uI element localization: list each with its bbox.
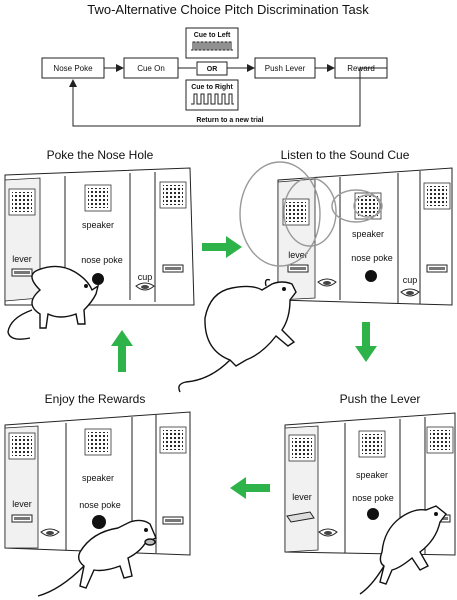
high-pitch-waveform-icon (191, 41, 233, 51)
panel-title-listen: Listen to the Sound Cue (281, 148, 410, 162)
flow-chart (41, 27, 388, 127)
rat-figure (359, 505, 447, 595)
panel-enjoy: speaker lever nose poke (4, 411, 191, 597)
low-pitch-waveform-icon (191, 93, 234, 105)
panel-title-poke: Poke the Nose Hole (47, 148, 154, 162)
listen-label-nose-poke: nose poke (351, 253, 393, 263)
arrow-up-icon (111, 330, 133, 372)
poke-label-cup: cup (138, 272, 153, 282)
diagram-title: Two-Alternative Choice Pitch Discriminat… (87, 2, 369, 17)
panel-push: speaker lever nose poke (284, 412, 456, 595)
panel-listen: speaker lever nose poke cup (178, 161, 453, 393)
flow-label-nose-poke: Nose Poke (53, 64, 93, 73)
arrow-down-icon (355, 322, 377, 362)
poke-label-lever: lever (12, 254, 32, 264)
flow-label-push-lever: Push Lever (265, 64, 306, 73)
poke-label-nose-poke: nose poke (81, 255, 123, 265)
listen-label-speaker: speaker (352, 229, 384, 239)
panel-title-enjoy: Enjoy the Rewards (45, 392, 146, 406)
arrow-left-icon (230, 477, 270, 499)
push-label-lever: lever (292, 492, 312, 502)
flow-label-return: Return to a new trial (196, 117, 263, 124)
sound-waves-icon (239, 161, 383, 267)
flow-label-cue-right: Cue to Right (191, 84, 233, 91)
rat-figure (37, 519, 157, 597)
panel-poke: speaker lever nose poke cup (4, 167, 195, 340)
poke-label-speaker: speaker (82, 220, 114, 230)
enjoy-label-lever: lever (12, 499, 32, 509)
flow-label-cue-on: Cue On (137, 64, 165, 73)
enjoy-label-nose-poke: nose poke (79, 500, 121, 510)
arrow-right-icon (202, 236, 242, 258)
push-label-speaker: speaker (356, 470, 388, 480)
flow-label-or: OR (207, 66, 218, 73)
push-label-nose-poke: nose poke (352, 493, 394, 503)
flow-label-cue-left: Cue to Left (194, 32, 231, 39)
flow-label-reward: Reward (347, 64, 375, 73)
listen-label-cup: cup (403, 275, 418, 285)
enjoy-label-speaker: speaker (82, 473, 114, 483)
rat-figure (7, 265, 100, 340)
rat-figure (178, 278, 297, 393)
listen-label-lever: lever (288, 250, 308, 260)
cycle-arrows (111, 236, 377, 499)
panel-title-push: Push the Lever (340, 392, 421, 406)
